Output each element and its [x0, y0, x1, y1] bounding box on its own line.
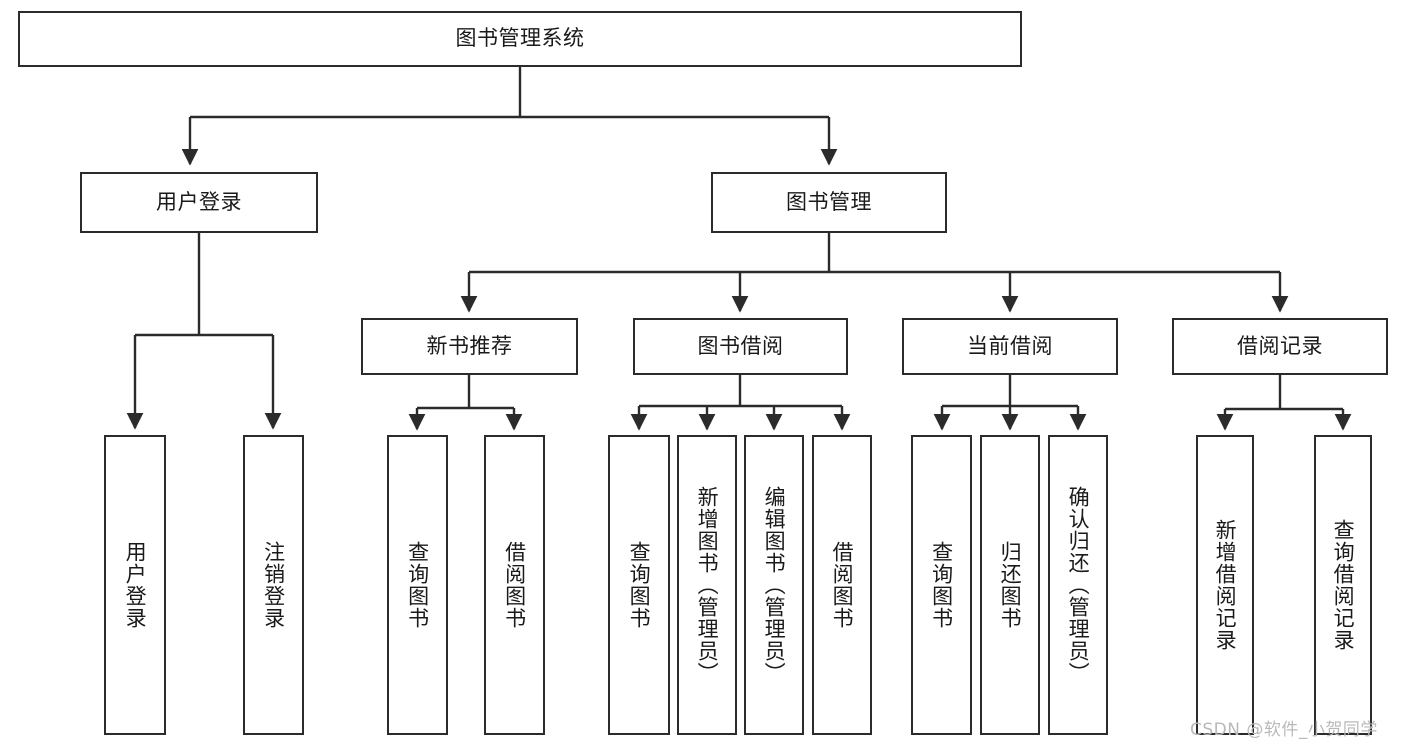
leaf-borrow-query-book[interactable]: 查询图书 — [608, 435, 670, 735]
node-current-borrow[interactable]: 当前借阅 — [902, 318, 1118, 375]
leaf-current-return-book[interactable]: 归还图书 — [980, 435, 1040, 735]
node-label: 查询图书 — [405, 541, 430, 629]
leaf-recommend-query-book[interactable]: 查询图书 — [387, 435, 448, 735]
leaf-record-add-record[interactable]: 新增借阅记录 — [1196, 435, 1254, 735]
node-label: 确认归还（管理员） — [1066, 486, 1091, 684]
leaf-borrow-add-book[interactable]: 新增图书（管理员） — [677, 435, 737, 735]
node-label: 当前借阅 — [967, 333, 1053, 358]
leaf-recommend-borrow-book[interactable]: 借阅图书 — [484, 435, 545, 735]
node-label: 查询借阅记录 — [1331, 519, 1356, 651]
node-label: 用户登录 — [156, 189, 242, 214]
leaf-borrow-borrow-book[interactable]: 借阅图书 — [812, 435, 872, 735]
node-label: 查询图书 — [627, 541, 652, 629]
node-book-management[interactable]: 图书管理 — [711, 172, 947, 233]
node-label: 编辑图书（管理员） — [762, 486, 787, 684]
node-label: 查询图书 — [929, 541, 954, 629]
node-label: 新增图书（管理员） — [695, 486, 720, 684]
node-label: 注销登录 — [261, 541, 286, 629]
leaf-user-login-login[interactable]: 用户登录 — [104, 435, 166, 735]
node-borrow-record[interactable]: 借阅记录 — [1172, 318, 1388, 375]
node-label: 借阅记录 — [1237, 333, 1323, 358]
node-label: 新书推荐 — [426, 333, 513, 358]
leaf-current-query-book[interactable]: 查询图书 — [911, 435, 972, 735]
leaf-borrow-edit-book[interactable]: 编辑图书（管理员） — [744, 435, 804, 735]
node-root-system[interactable]: 图书管理系统 — [18, 11, 1022, 67]
node-label: 借阅图书 — [502, 541, 527, 629]
node-label: 用户登录 — [123, 541, 148, 629]
node-label: 借阅图书 — [830, 541, 855, 629]
watermark-text: CSDN @软件_小贺同学 — [1190, 720, 1378, 740]
leaf-current-confirm-return[interactable]: 确认归还（管理员） — [1048, 435, 1108, 735]
leaf-user-login-logout[interactable]: 注销登录 — [243, 435, 304, 735]
node-new-book-recommend[interactable]: 新书推荐 — [361, 318, 578, 375]
node-label: 图书借阅 — [697, 333, 784, 358]
node-label: 图书管理 — [786, 189, 872, 214]
leaf-record-query-record[interactable]: 查询借阅记录 — [1314, 435, 1372, 735]
node-label: 新增借阅记录 — [1213, 519, 1238, 651]
node-user-login[interactable]: 用户登录 — [80, 172, 318, 233]
node-book-borrow[interactable]: 图书借阅 — [633, 318, 848, 375]
node-label: 归还图书 — [998, 541, 1023, 629]
node-label: 图书管理系统 — [455, 26, 585, 51]
